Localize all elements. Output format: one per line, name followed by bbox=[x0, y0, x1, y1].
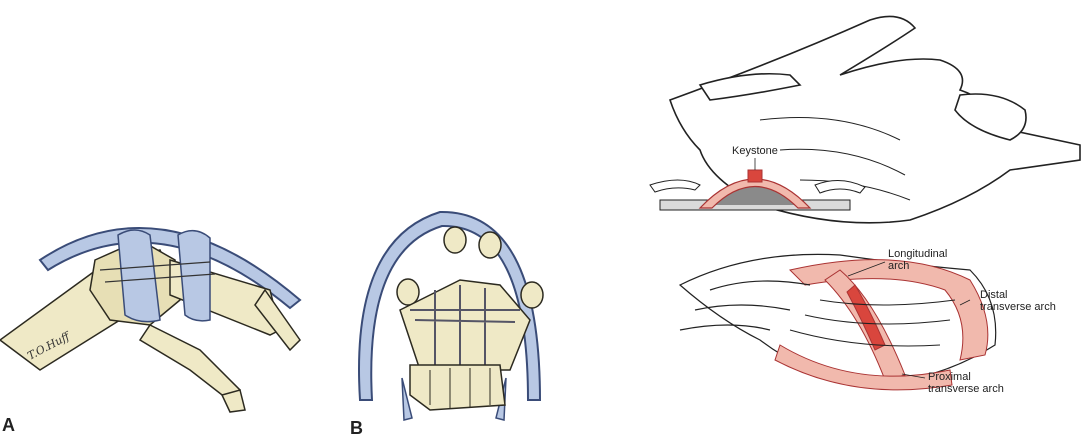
phalanx-bone bbox=[222, 390, 245, 412]
panel-a: T.O.Huff A bbox=[0, 190, 310, 444]
panel-b-illustration bbox=[340, 200, 560, 444]
panel-b: B bbox=[340, 200, 560, 444]
fingertip-2 bbox=[444, 227, 466, 253]
skeletal-hand: Longitudinal arch Distal transverse arch… bbox=[680, 248, 1056, 395]
keystone-block bbox=[748, 170, 762, 182]
panel-a-illustration: T.O.Huff bbox=[0, 190, 310, 444]
longitudinal-arch-label-line2: arch bbox=[888, 260, 909, 272]
hand-arch-illustration: Keystone Longitudinal arch Distal transv… bbox=[640, 0, 1082, 444]
distal-arch-label-line2: transverse arch bbox=[980, 301, 1056, 313]
panel-letter-a: A bbox=[2, 415, 15, 436]
keystone-label: Keystone bbox=[732, 145, 778, 157]
panel-letter-b: B bbox=[350, 418, 363, 439]
hand-arch-diagram: Keystone Longitudinal arch Distal transv… bbox=[640, 0, 1082, 444]
distal-arch-label-line1: Distal bbox=[980, 289, 1008, 301]
fingertip-4 bbox=[521, 282, 543, 308]
fingertip-3 bbox=[479, 232, 501, 258]
longitudinal-arch-label-line1: Longitudinal bbox=[888, 248, 947, 260]
metacarpal-bone-2 bbox=[140, 325, 240, 405]
fingertip-1 bbox=[397, 279, 419, 305]
proximal-arch-label-line1: Proximal bbox=[928, 371, 971, 383]
proximal-arch-label-line2: transverse arch bbox=[928, 383, 1004, 395]
carpal-bones bbox=[410, 365, 505, 410]
